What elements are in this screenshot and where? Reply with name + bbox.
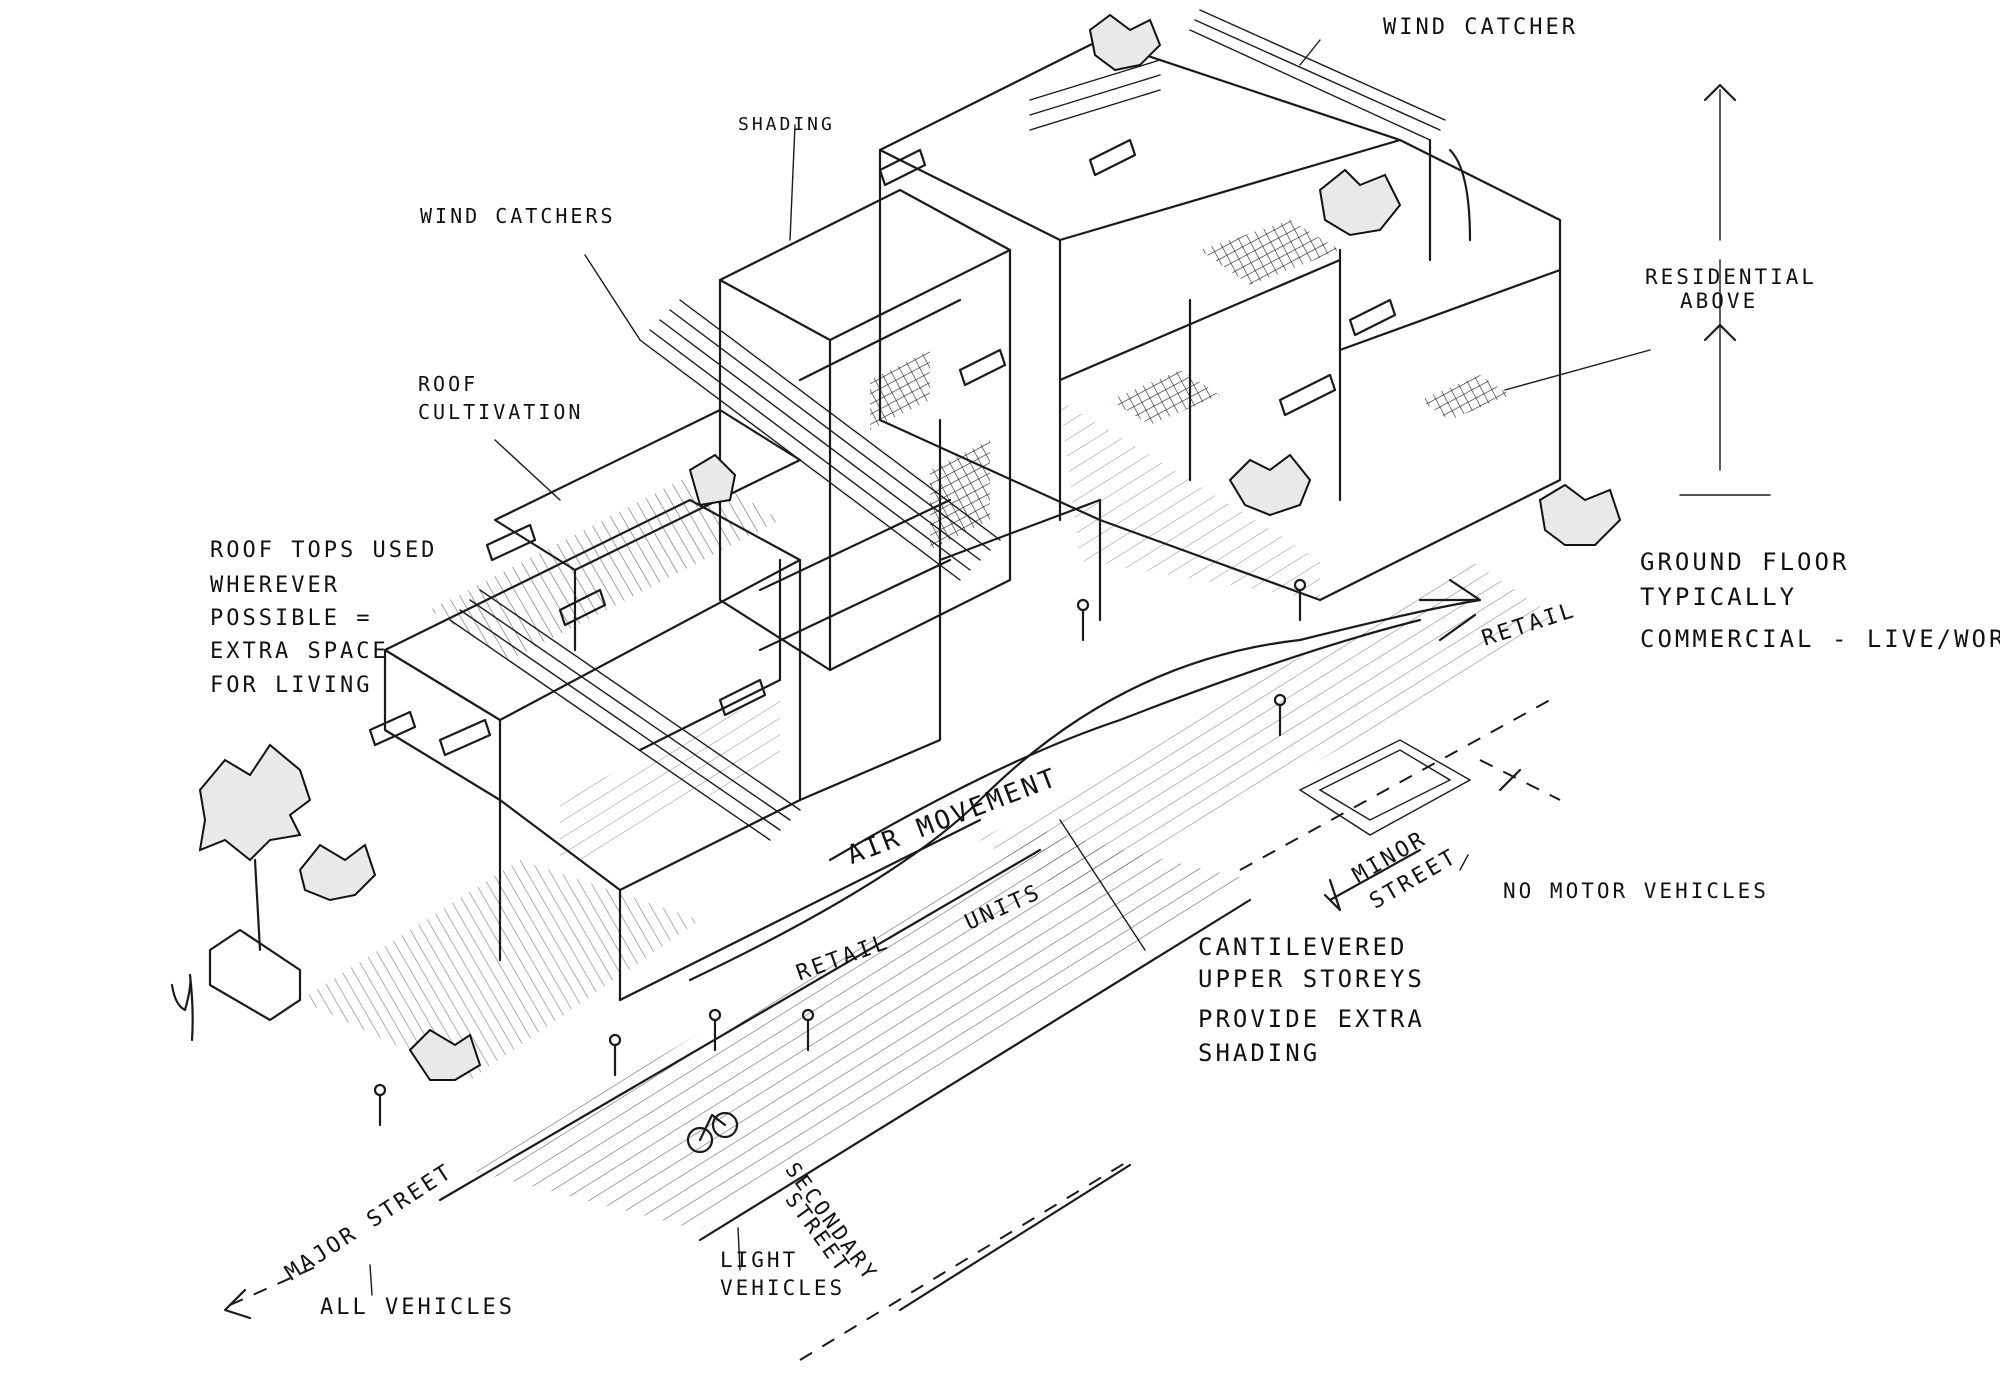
minor-street-arrows bbox=[1323, 768, 1522, 912]
tree-icon bbox=[1228, 453, 1312, 517]
ground-plane bbox=[300, 560, 1561, 1361]
tree-icon bbox=[298, 843, 377, 902]
label-cantilevered-3: PROVIDE EXTRA bbox=[1198, 1005, 1425, 1033]
shading-canopies bbox=[368, 138, 1397, 757]
label-shading: SHADING bbox=[738, 114, 835, 135]
label-roof-cultivation-1: ROOF bbox=[418, 372, 479, 396]
label-residential-2: ABOVE bbox=[1680, 289, 1759, 313]
label-light-vehicles-2: VEHICLES bbox=[720, 1276, 846, 1300]
tree-icon bbox=[688, 453, 737, 507]
label-residential-1: RESIDENTIAL bbox=[1645, 265, 1818, 289]
label-cantilevered-1: CANTILEVERED bbox=[1198, 933, 1408, 961]
tree-icon bbox=[1538, 483, 1622, 546]
label-roof-tops-5: FOR LIVING bbox=[210, 673, 373, 698]
building-block-back bbox=[878, 38, 1562, 602]
label-ground-floor-1: GROUND FLOOR bbox=[1640, 548, 1850, 576]
building-block-front bbox=[383, 408, 982, 1002]
label-roof-cultivation-2: CULTIVATION bbox=[418, 400, 584, 424]
label-cantilevered-4: SHADING bbox=[1198, 1039, 1321, 1067]
tree-icon bbox=[1088, 13, 1162, 72]
label-no-motor-vehicles: NO MOTOR VEHICLES bbox=[1503, 879, 1769, 903]
major-street-arrow bbox=[223, 1264, 321, 1320]
label-roof-tops-1: ROOF TOPS USED bbox=[210, 538, 438, 563]
label-wind-catchers: WIND CATCHERS bbox=[420, 204, 616, 228]
label-ground-floor-2: TYPICALLY bbox=[1640, 583, 1798, 611]
air-movement-arrows bbox=[688, 578, 1482, 982]
tree-icon bbox=[198, 743, 312, 952]
sketch-signature bbox=[170, 973, 194, 1042]
wind-catcher-slats bbox=[449, 9, 1446, 841]
annotation-leader-lines bbox=[369, 39, 1771, 1296]
car-icon bbox=[208, 928, 302, 1022]
tree-icon bbox=[408, 1028, 482, 1081]
label-light-vehicles-1: LIGHT bbox=[720, 1248, 799, 1272]
label-roof-tops-3: POSSIBLE = bbox=[210, 606, 373, 631]
label-all-vehicles: ALL VEHICLES bbox=[320, 1295, 515, 1320]
label-ground-floor-3: COMMERCIAL - LIVE/WORK bbox=[1640, 625, 2000, 653]
building-block-middle bbox=[718, 188, 1102, 672]
label-roof-tops-4: EXTRA SPACE bbox=[210, 639, 389, 664]
bicycle-icon bbox=[686, 1111, 739, 1154]
tree-icon bbox=[1318, 168, 1402, 237]
label-wind-catcher: WIND CATCHER bbox=[1383, 15, 1578, 40]
label-roof-tops-2: WHEREVER bbox=[210, 573, 340, 598]
label-cantilevered-2: UPPER STOREYS bbox=[1198, 965, 1425, 993]
person-icon bbox=[373, 578, 1307, 1127]
